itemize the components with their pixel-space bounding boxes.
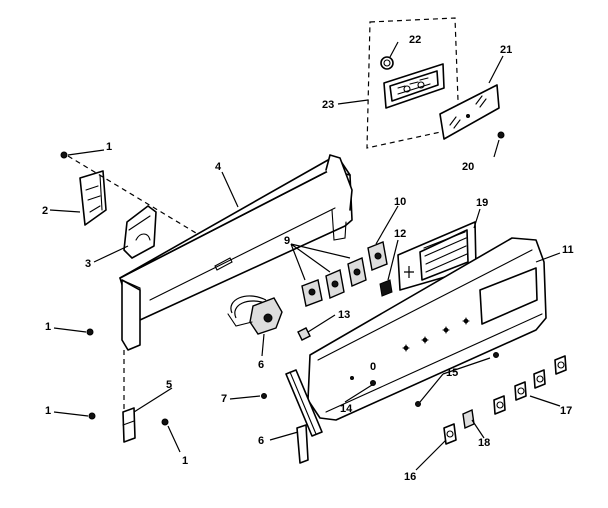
callout-15: 15 xyxy=(446,367,458,379)
part-12-switch xyxy=(379,279,393,297)
part-16-knob xyxy=(443,423,457,445)
part-18-knob xyxy=(462,408,475,430)
callout-23: 23 xyxy=(322,99,334,111)
callout-9: 9 xyxy=(284,235,290,247)
callout-labels: 22 23 21 20 1 2 3 4 1 1 5 1 6 7 6 9 10 1… xyxy=(42,34,574,483)
callout-2: 2 xyxy=(42,205,48,217)
callout-6: 6 xyxy=(258,435,264,447)
leader-lines xyxy=(49,41,561,471)
part-22-knob-insert xyxy=(380,56,394,70)
callout-16: 16 xyxy=(404,471,416,483)
part-21-window xyxy=(439,84,500,140)
callout-3: 3 xyxy=(85,258,91,270)
callout-1-low: 1 xyxy=(45,405,51,417)
callout-12: 12 xyxy=(394,228,406,240)
callout-13: 13 xyxy=(338,309,350,321)
part-8-motor xyxy=(227,295,283,335)
part-3-bracket xyxy=(123,205,157,259)
part-6-trim-lower xyxy=(296,424,309,464)
part-7-screw xyxy=(261,393,267,399)
part-20-screw xyxy=(497,131,505,139)
callout-8: 6 xyxy=(258,359,264,371)
panel-dial-mark: 0 xyxy=(370,361,376,373)
callout-11: 11 xyxy=(562,244,574,256)
callout-1-bottom: 1 xyxy=(182,455,188,467)
callout-1-mid: 1 xyxy=(45,321,51,333)
part-9-switches xyxy=(301,257,367,307)
part-4-backguard xyxy=(119,154,353,351)
part-1-screws xyxy=(60,151,169,426)
callout-20: 20 xyxy=(462,161,474,173)
part-23-bezel-assembly xyxy=(366,17,460,149)
callout-7: 7 xyxy=(221,393,227,405)
part-17-knobs xyxy=(493,355,567,415)
callout-19: 19 xyxy=(476,197,488,209)
callout-1-top: 1 xyxy=(106,141,112,153)
callout-17: 17 xyxy=(560,405,572,417)
callout-21: 21 xyxy=(500,44,512,56)
callout-5: 5 xyxy=(166,379,172,391)
part-2-bracket xyxy=(79,170,107,226)
part-5-bracket xyxy=(122,407,136,443)
callout-14: 14 xyxy=(340,403,353,415)
part-6-trim-upper xyxy=(285,369,323,437)
callout-10: 10 xyxy=(394,196,406,208)
part-15-screw xyxy=(415,352,499,407)
part-13-knob xyxy=(297,327,311,341)
callout-4: 4 xyxy=(215,161,222,173)
callout-22: 22 xyxy=(409,34,421,46)
part-14-screw xyxy=(370,380,376,386)
callout-18: 18 xyxy=(478,437,490,449)
assembly-lines xyxy=(67,155,197,410)
part-11-control-panel xyxy=(307,237,547,421)
part-10-switch xyxy=(367,241,388,271)
